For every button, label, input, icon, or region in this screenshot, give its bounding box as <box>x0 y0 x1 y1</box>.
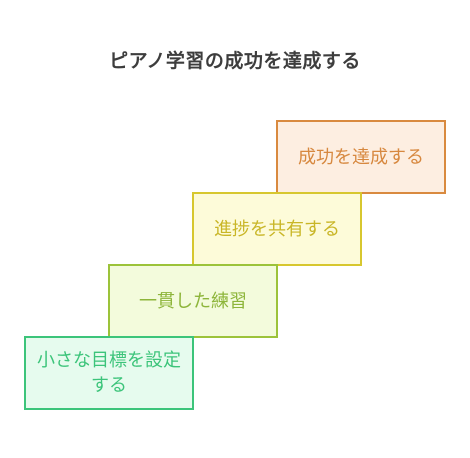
step-achieve-success: 成功を達成する <box>276 120 446 194</box>
step-label: 小さな目標を設定する <box>37 350 181 396</box>
step-label: 成功を達成する <box>298 146 424 168</box>
step-share-progress: 進捗を共有する <box>192 192 362 266</box>
step-consistent-practice: 一貫した練習 <box>108 264 278 338</box>
step-label: 進捗を共有する <box>214 218 340 240</box>
diagram-title: ピアノ学習の成功を達成する <box>109 50 361 72</box>
step-label: 一貫した練習 <box>139 290 247 312</box>
step-set-small-goals: 小さな目標を設定する <box>24 336 194 410</box>
